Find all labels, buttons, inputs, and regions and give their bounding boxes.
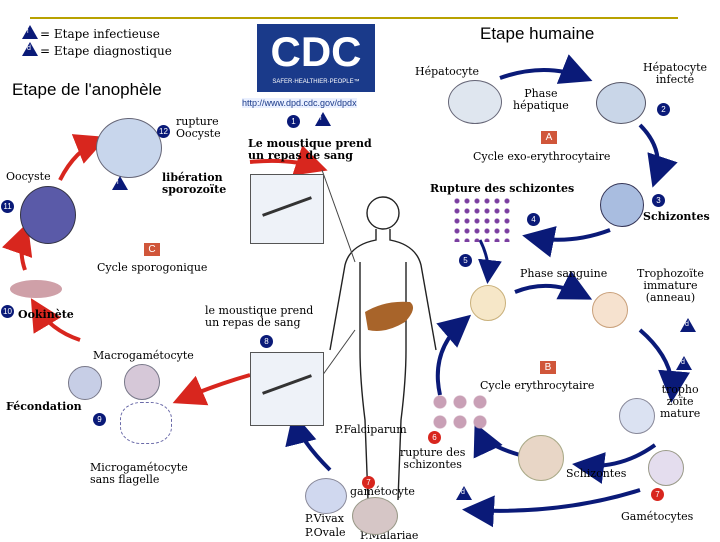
label-fecondation: Fécondation	[6, 400, 82, 413]
label-p-falciparum: P.Falciparum	[335, 423, 407, 436]
diagnostic-stage-icon: d	[676, 356, 692, 370]
anopheles-stage-title: Etape de l'anophèle	[12, 80, 162, 99]
step-badge-5: 5	[459, 254, 472, 267]
label-oocyste: Oocyste	[6, 170, 51, 183]
step-badge-1: 1	[287, 115, 300, 128]
step-badge-7: 7	[362, 476, 375, 489]
merozoites	[452, 196, 512, 242]
vivax-gametocyte	[305, 478, 347, 514]
step-badge-8: 8	[260, 335, 273, 348]
arrow-ring-left	[435, 314, 472, 396]
macrogametocyte-cell-2	[124, 364, 160, 400]
arrow-hepatocyte-to-infected	[499, 54, 593, 84]
step-badge-2: 2	[657, 103, 670, 116]
step-badge-3: 3	[652, 194, 665, 207]
ring-trophozoite-cell	[592, 292, 628, 328]
diagnostic-stage-icon: d	[680, 318, 696, 332]
infective-stage-icon: i	[112, 176, 128, 190]
arrow-ring-top	[514, 270, 593, 300]
step-badge-4: 4	[527, 213, 540, 226]
arrow-infected-to-schizont	[638, 123, 678, 188]
mosquito-panel-bottom	[250, 352, 324, 426]
schizont-rbc	[518, 435, 564, 481]
arrow-ring-right	[638, 328, 690, 403]
stage-c-box: C	[144, 243, 160, 256]
mosquito-icon	[262, 196, 312, 217]
label-exo-cycle: Cycle exo-erythrocytaire	[473, 150, 611, 163]
arrow-to-gametocytes	[462, 488, 641, 528]
malariae-gametocyte	[352, 497, 398, 535]
stage-b-box: B	[540, 361, 556, 374]
cdc-logo: CDC SAFER·HEALTHIER·PEOPLE™	[257, 24, 375, 92]
label-macrogametocyte: Macrogamétocyte	[93, 349, 194, 362]
arrow-rupture-to-merozoite	[478, 239, 502, 284]
label-p-ovale: P.Ovale	[305, 526, 346, 539]
arrow-schizont-to-rupture	[522, 226, 611, 258]
legend-infective: = Etape infectieuse	[40, 27, 160, 41]
step-badge-9: 9	[93, 413, 106, 426]
hepatocyte-cell	[448, 80, 502, 124]
step-badge-6: 6	[428, 431, 441, 444]
label-ookinete: Ookinète	[18, 308, 74, 321]
arrow-to-ookinete	[30, 298, 81, 342]
oocyst-cell	[20, 186, 76, 244]
arrow-gametocytes-to-mosquito	[285, 412, 332, 472]
diagnostic-stage-icon: d	[22, 42, 38, 56]
label-schizontes: Schizontes	[643, 210, 710, 223]
ookinete-cell	[10, 280, 62, 298]
cdc-url[interactable]: http://www.dpd.cdc.gov/dpdx	[242, 98, 357, 108]
arrow-ring-bottom	[473, 422, 521, 459]
infected-hepatocyte-cell	[596, 82, 646, 124]
arrow-oocyst-to-rupture	[58, 134, 108, 181]
infective-stage-icon: i	[22, 25, 38, 39]
falciparum-rupture	[430, 392, 490, 432]
infective-stage-icon: i	[315, 112, 331, 126]
mosquito-panel-top	[250, 174, 324, 244]
label-schizont-rupture: Rupture des schizontes	[430, 182, 575, 195]
label-gametocyte: gamétocyte	[350, 485, 415, 498]
label-hepatocyte: Hépatocyte	[415, 65, 480, 78]
arrow-mosquito-to-body	[249, 145, 328, 176]
label-sporogonic-cycle: Cycle sporogonique	[97, 261, 208, 274]
step-badge-12: 12	[157, 125, 170, 138]
schizont-cell	[600, 183, 644, 227]
arrow-to-macrogametocyte	[172, 373, 251, 406]
arrow-to-oocyst	[1, 222, 33, 271]
step-badge-10: 10	[1, 305, 14, 318]
gametocyte-cell	[648, 450, 684, 486]
mosquito-icon	[262, 374, 312, 395]
mature-trophozoite-cell	[619, 398, 655, 434]
label-p-vivax: P.Vivax	[305, 512, 344, 525]
header-rule	[30, 17, 678, 19]
label-erythro-cycle: Cycle erythrocytaire	[480, 379, 595, 392]
step-badge-11: 11	[1, 200, 14, 213]
macrogametocyte-cell-1	[68, 366, 102, 400]
human-silhouette	[329, 196, 437, 501]
stage-a-box: A	[541, 131, 557, 144]
cdc-logo-text: CDC	[270, 28, 362, 75]
label-gametocytes: Gamétocytes	[621, 510, 694, 523]
liver	[365, 301, 414, 331]
diagnostic-stage-icon: d	[456, 486, 472, 500]
legend-diagnostic: = Etape diagnostique	[40, 44, 172, 58]
label-blood-phase: Phase sanguine	[520, 267, 608, 280]
microgametocyte-cell	[120, 402, 172, 444]
human-stage-title: Etape humaine	[480, 24, 595, 43]
merozoite-rbc	[470, 285, 506, 321]
cdc-tagline: SAFER·HEALTHIER·PEOPLE™	[272, 79, 360, 85]
step-badge-7: 7	[651, 488, 664, 501]
oocyst-rupture-cell	[96, 118, 162, 178]
arrow-ring-lower-right	[572, 443, 657, 484]
label-schizontes-lower: Schizontes	[566, 467, 627, 480]
